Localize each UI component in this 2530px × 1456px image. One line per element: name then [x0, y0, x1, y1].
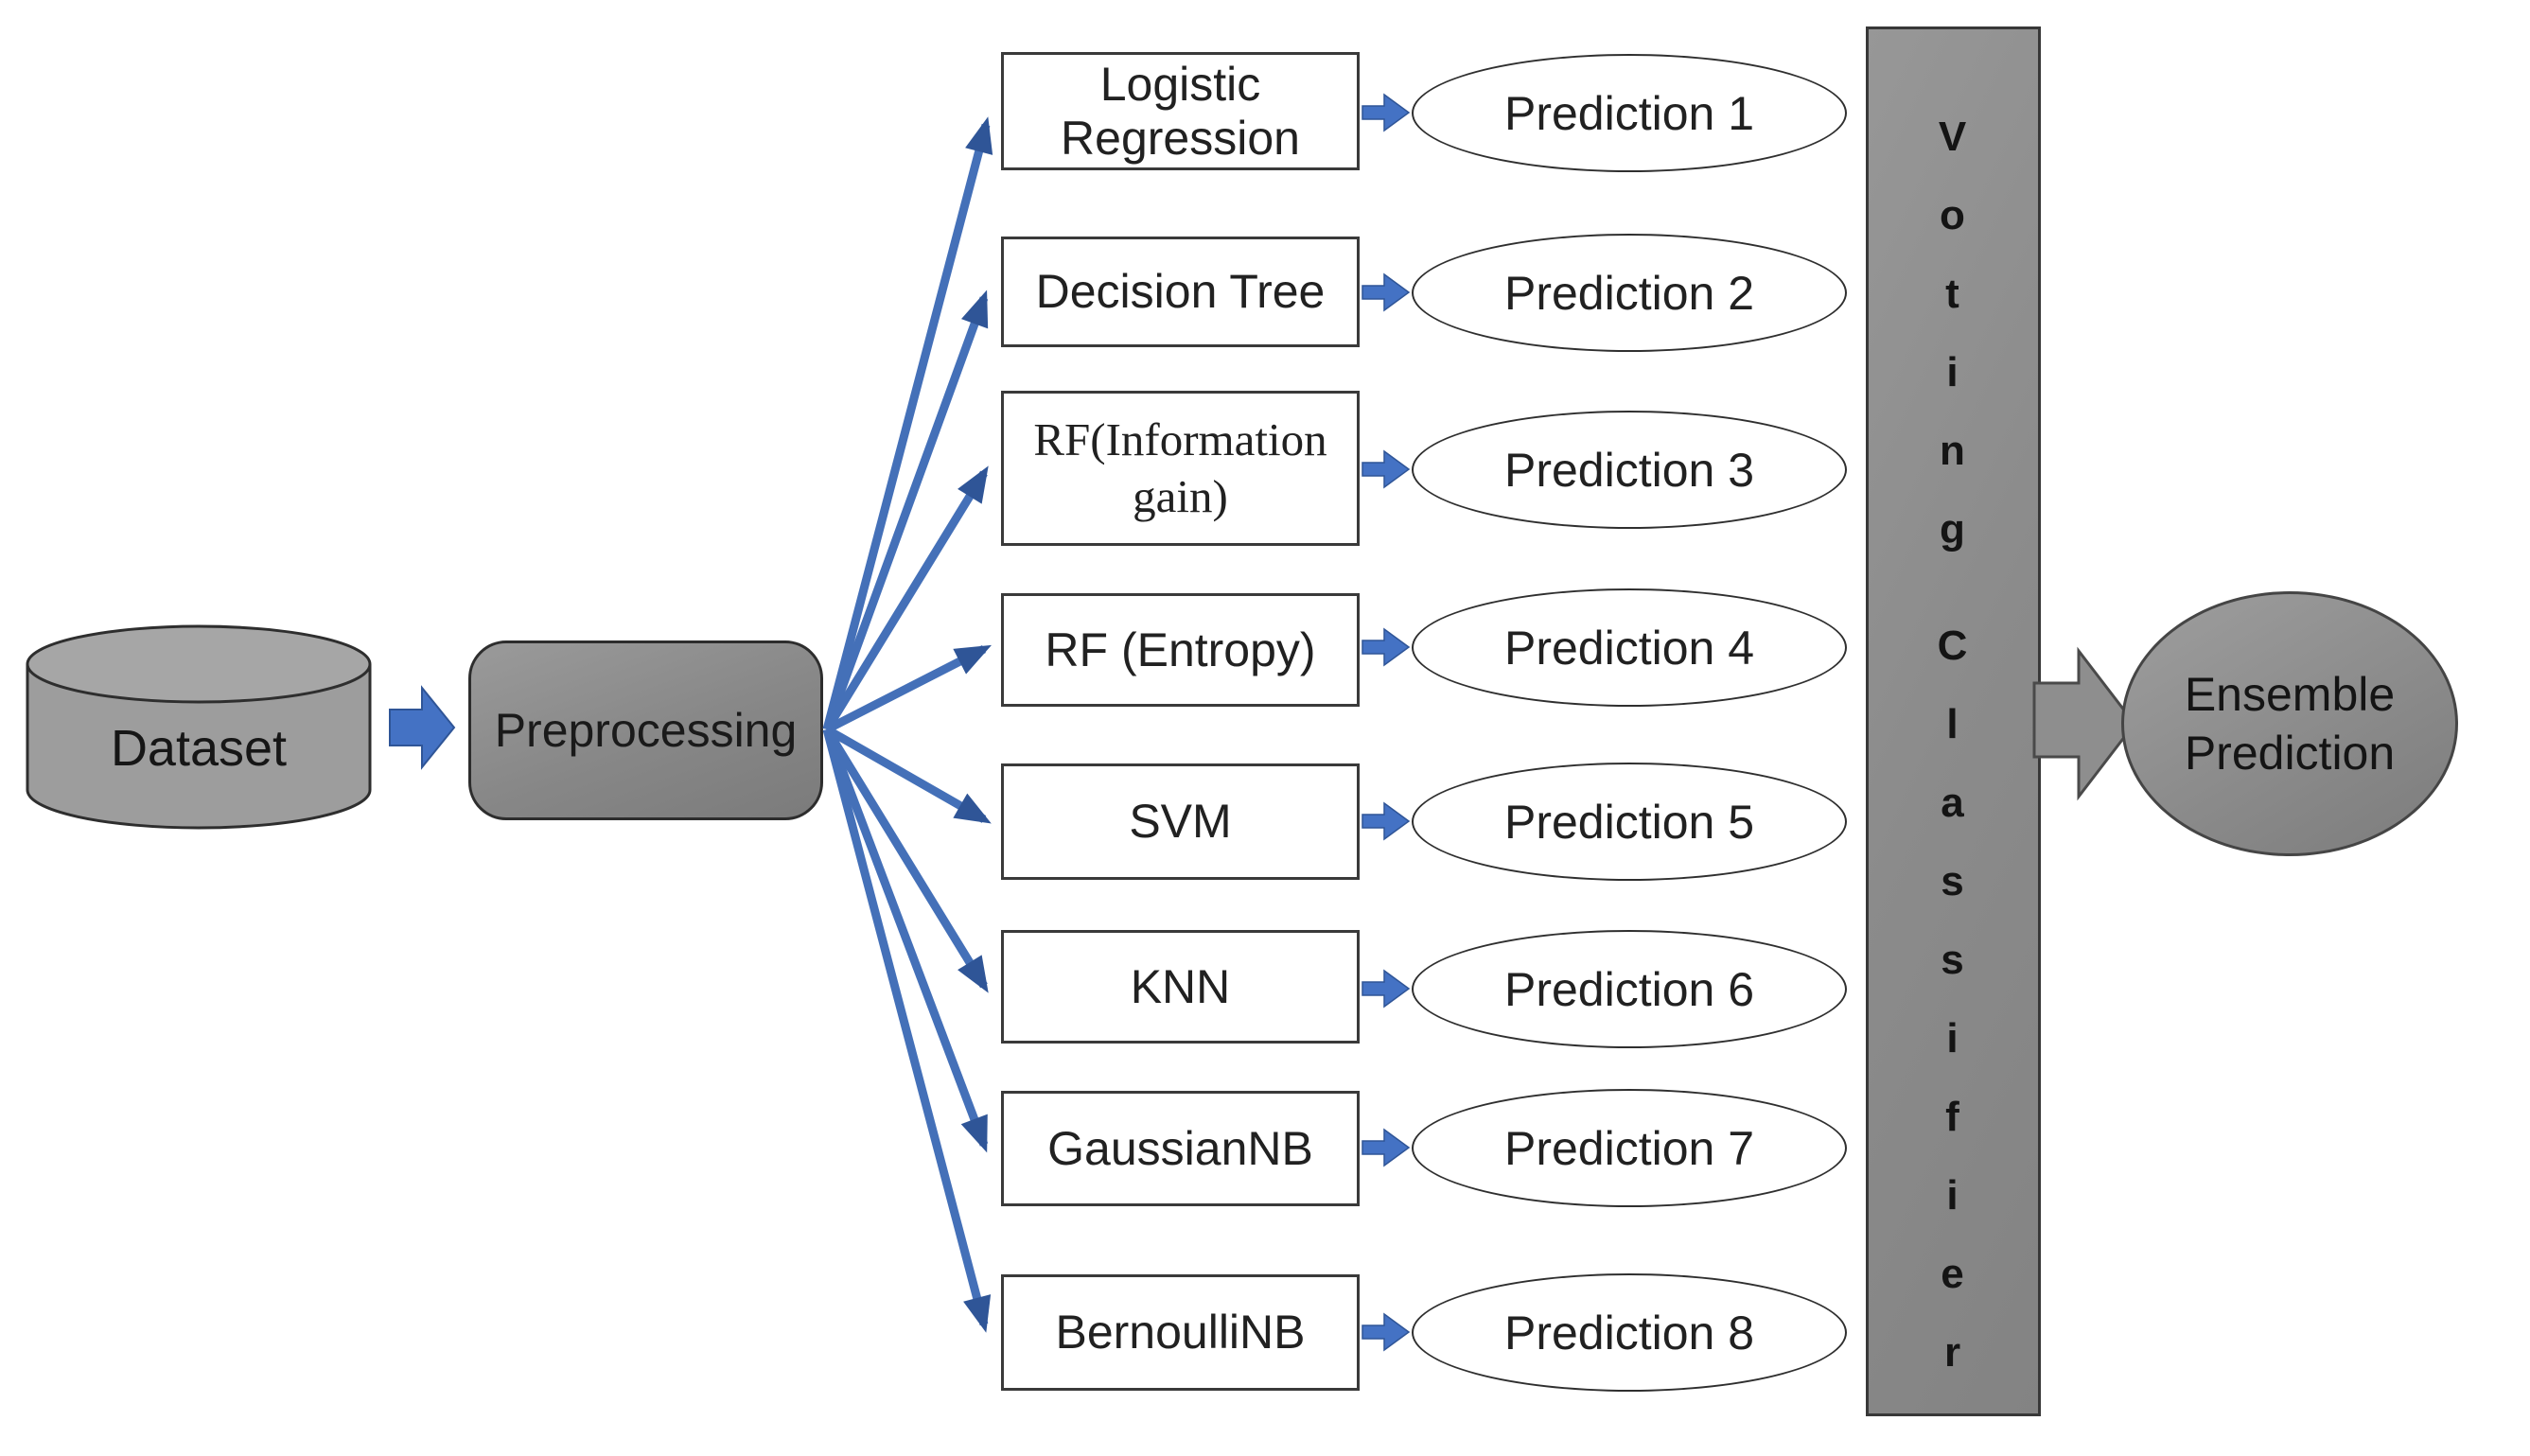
preprocessing-label: Preprocessing: [494, 704, 798, 757]
prediction-label: Prediction 8: [1503, 1306, 1755, 1360]
dataset-node-label: Dataset: [110, 720, 288, 777]
voting-bar-word-classifier: Classifier: [1929, 623, 1976, 1408]
classifier-label-line1: RF (Entropy): [1045, 623, 1316, 676]
prediction-ellipse-4: Prediction 4: [1412, 588, 1847, 707]
classifier-label-line1: GaussianNB: [1047, 1121, 1313, 1175]
prediction-label: Prediction 1: [1503, 86, 1755, 140]
classifier-box-decision-tree: Decision Tree: [1001, 237, 1360, 347]
prediction-label: Prediction 2: [1503, 266, 1755, 320]
ensemble-label-line1: Ensemble: [2184, 668, 2396, 721]
classifier-box-svm: SVM: [1001, 763, 1360, 880]
classifier-label-line2: Regression: [1061, 111, 1300, 165]
prediction-label: Prediction 7: [1503, 1121, 1755, 1175]
prediction-ellipse-5: Prediction 5: [1412, 763, 1847, 881]
dataset-cylinder: [26, 624, 372, 830]
prediction-ellipse-1: Prediction 1: [1412, 54, 1847, 172]
prediction-label: Prediction 3: [1503, 443, 1755, 497]
classifier-box-knn: KNN: [1001, 930, 1360, 1044]
voting-bar-word-voting: Voting: [1929, 114, 1976, 585]
prediction-label: Prediction 6: [1503, 962, 1755, 1016]
classifier-box-logistic-regression: Logistic Regression: [1001, 52, 1360, 170]
ensemble-label-line2: Prediction: [2184, 727, 2396, 780]
classifier-label-line2: gain): [1133, 470, 1228, 522]
classifier-label-line1: KNN: [1130, 959, 1231, 1013]
prediction-label: Prediction 5: [1503, 795, 1755, 849]
prediction-ellipse-3: Prediction 3: [1412, 411, 1847, 529]
classifier-label-line1: RF(Information: [1033, 413, 1327, 465]
classifier-label-line1: Logistic: [1099, 57, 1261, 111]
preprocessing-node: Preprocessing: [468, 640, 823, 820]
voting-classifier-bar: [1866, 26, 2041, 1416]
prediction-ellipse-6: Prediction 6: [1412, 930, 1847, 1048]
classifier-label-line1: BernoulliNB: [1055, 1306, 1306, 1359]
prediction-label: Prediction 4: [1503, 621, 1755, 675]
prediction-ellipse-2: Prediction 2: [1412, 234, 1847, 352]
classifier-box-rf-entropy: RF (Entropy): [1001, 593, 1360, 707]
classifier-box-gaussiannb: GaussianNB: [1001, 1091, 1360, 1206]
classifier-box-bernoullinb: BernoulliNB: [1001, 1274, 1360, 1391]
classifier-label-line1: SVM: [1129, 795, 1232, 848]
classifier-label-line1: Decision Tree: [1035, 265, 1326, 318]
prediction-ellipse-7: Prediction 7: [1412, 1089, 1847, 1207]
ensemble-prediction-node: Ensemble Prediction: [2121, 591, 2458, 856]
classifier-box-rf-information-gain: RF(Information gain): [1001, 391, 1360, 546]
prediction-ellipse-8: Prediction 8: [1412, 1273, 1847, 1392]
